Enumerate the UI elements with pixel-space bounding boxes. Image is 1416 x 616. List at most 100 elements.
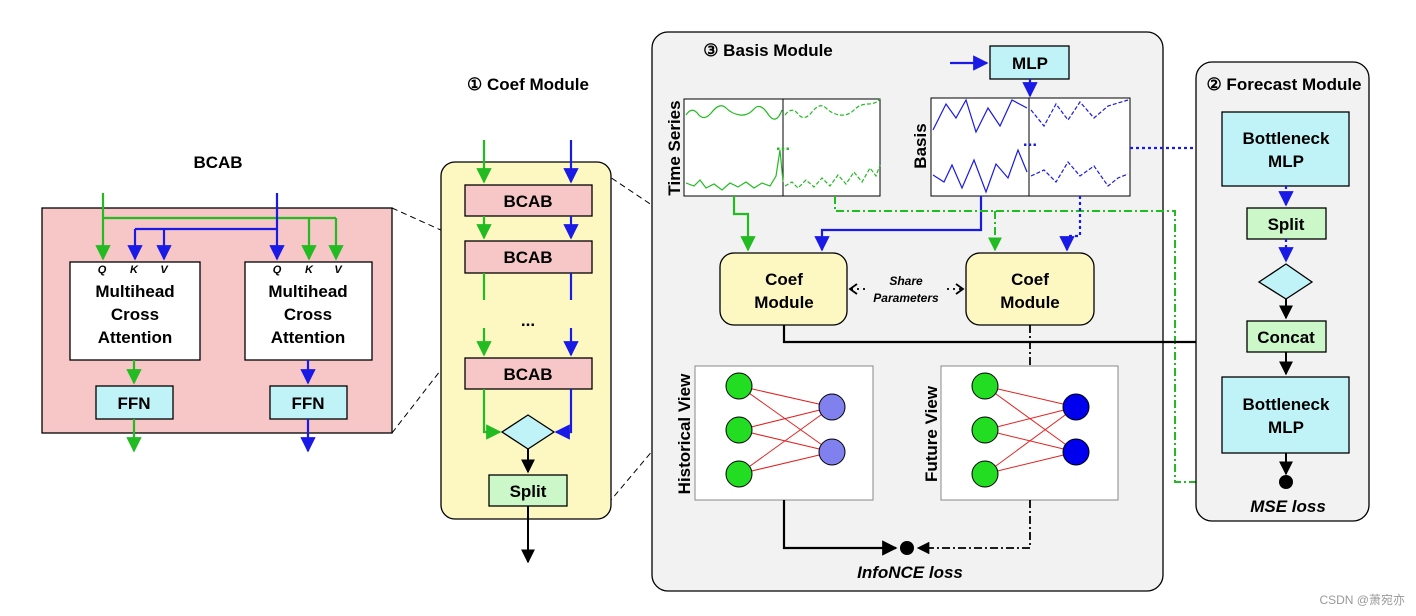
right-cross-attention-box [244,261,373,361]
coef-blue-to-diamond [554,389,573,440]
zoom-line-top [391,207,466,242]
watermark: CSDN @萧宛亦 [1319,592,1405,607]
future-view-box [940,365,1119,501]
share-label-line2: Parameters [873,291,939,305]
right-k-label: K [305,264,314,276]
time-series-label: Time Series [665,100,684,195]
historical-input-node-2 [725,416,753,444]
mse-loss-node [1279,475,1293,489]
right-v-label: V [334,264,343,276]
bottleneck-mlp-1-line2: MLP [1268,152,1304,171]
infonce-loss-node [900,541,914,555]
mlp-label: MLP [1012,54,1048,73]
left-ffn-label: FFN [117,394,150,413]
future-output-node-1 [1062,393,1090,421]
coef-module-panel: ① Coef Module BCAB BCAB ... BCAB Split [440,75,612,564]
bottleneck-mlp-2-line1: Bottleneck [1243,395,1330,414]
bcab-title: BCAB [193,153,242,172]
basis-top-future [1030,99,1129,128]
mlp-box [989,45,1070,80]
basis-plot [930,97,1131,197]
future-to-infonce-arrow [916,500,1031,555]
bcab-input-blue-lines [127,193,285,261]
left-k-label: K [130,264,139,276]
historical-view-box [694,365,874,501]
basis-bottom-future [1030,160,1129,187]
coef-module-right-line1: Coef [1011,270,1049,289]
right-ffn-box [269,385,348,420]
forecast-split-box [1246,207,1327,240]
bcab-block-2 [464,240,593,274]
bcab-panel: BCAB Q K V Multihead Cross Attention Q K… [41,153,393,453]
share-arrow-right [955,283,965,295]
coef-split-label: Split [510,482,547,501]
coef-green-to-diamond [482,389,502,440]
time-series-plot [683,98,881,197]
basis-future-to-coef-right-arrow [1059,196,1082,252]
share-label-line1: Share [889,274,923,288]
series-top-future [784,98,881,119]
bcab-block-1-label: BCAB [503,192,552,211]
bottleneck-mlp-2 [1221,376,1350,454]
left-v-label: V [160,264,169,276]
forecast-module-title: ② Forecast Module [1206,75,1361,94]
basis-bottom-history [932,148,1028,194]
basis-module-title: ③ Basis Module [703,41,833,60]
coef-split-box [488,474,568,507]
bcab-block-3-label: BCAB [503,365,552,384]
basis-label: Basis [911,123,930,168]
future-edges [984,385,1077,475]
future-input-node-3 [971,460,999,488]
basis-module-panel: ③ Basis Module MLP Time Series ... Basis… [651,31,1282,592]
historical-to-infonce-arrow [782,500,898,556]
right-attention-line2: Cross [284,305,332,324]
share-label-bg [866,272,946,306]
future-input-node-2 [971,416,999,444]
historical-output-node-1 [818,393,846,421]
forecast-split-label: Split [1268,215,1305,234]
left-attention-line1: Multihead [95,282,174,301]
bottleneck-mlp-1 [1221,111,1350,187]
basis-to-coef-left-arrow [814,196,983,252]
coef-module-title: ① Coef Module [467,75,589,94]
bottleneck-mlp-2-line2: MLP [1268,418,1304,437]
left-attention-line2: Cross [111,305,159,324]
basis-ellipsis: ... [1023,131,1037,150]
bcab-block-2-label: BCAB [503,248,552,267]
bcab-input-green-lines [95,193,344,261]
infonce-loss-label: InfoNCE loss [857,563,963,582]
series-bottom-future [784,164,881,189]
forecast-module-panel: ② Forecast Module Bottleneck MLP Split C… [1195,61,1370,522]
left-attention-line3: Attention [98,328,173,347]
historical-edges [738,385,833,475]
share-arrow-left [848,283,858,295]
left-q-label: Q [98,264,107,276]
concat-label: Concat [1257,328,1315,347]
bcab-block-1 [464,184,593,217]
historical-input-node-3 [725,460,753,488]
right-attention-line3: Attention [271,328,346,347]
bcab-block-3 [464,357,593,390]
future-input-node-1 [971,372,999,400]
coef-module-left-line2: Module [754,293,814,312]
coef-ellipsis: ... [521,311,535,330]
zoom-line-coef-top [594,166,723,253]
series-to-coef-left-arrow [732,196,756,252]
right-ffn-label: FFN [291,394,324,413]
coef-module-right-line2: Module [1000,293,1060,312]
series-top-history [685,105,783,120]
coef-module-left [719,252,848,326]
basis-top-history [932,98,1028,134]
mse-loss-label: MSE loss [1250,497,1326,516]
coef-module-right [965,252,1095,326]
series-ellipsis: ... [776,135,790,154]
historical-output-node-2 [818,438,846,466]
right-q-label: Q [273,264,282,276]
right-attention-line1: Multihead [268,282,347,301]
concat-box [1246,320,1327,353]
historical-view-label: Historical View [675,373,694,494]
future-view-label: Future View [922,385,941,482]
historical-input-node-1 [725,372,753,400]
